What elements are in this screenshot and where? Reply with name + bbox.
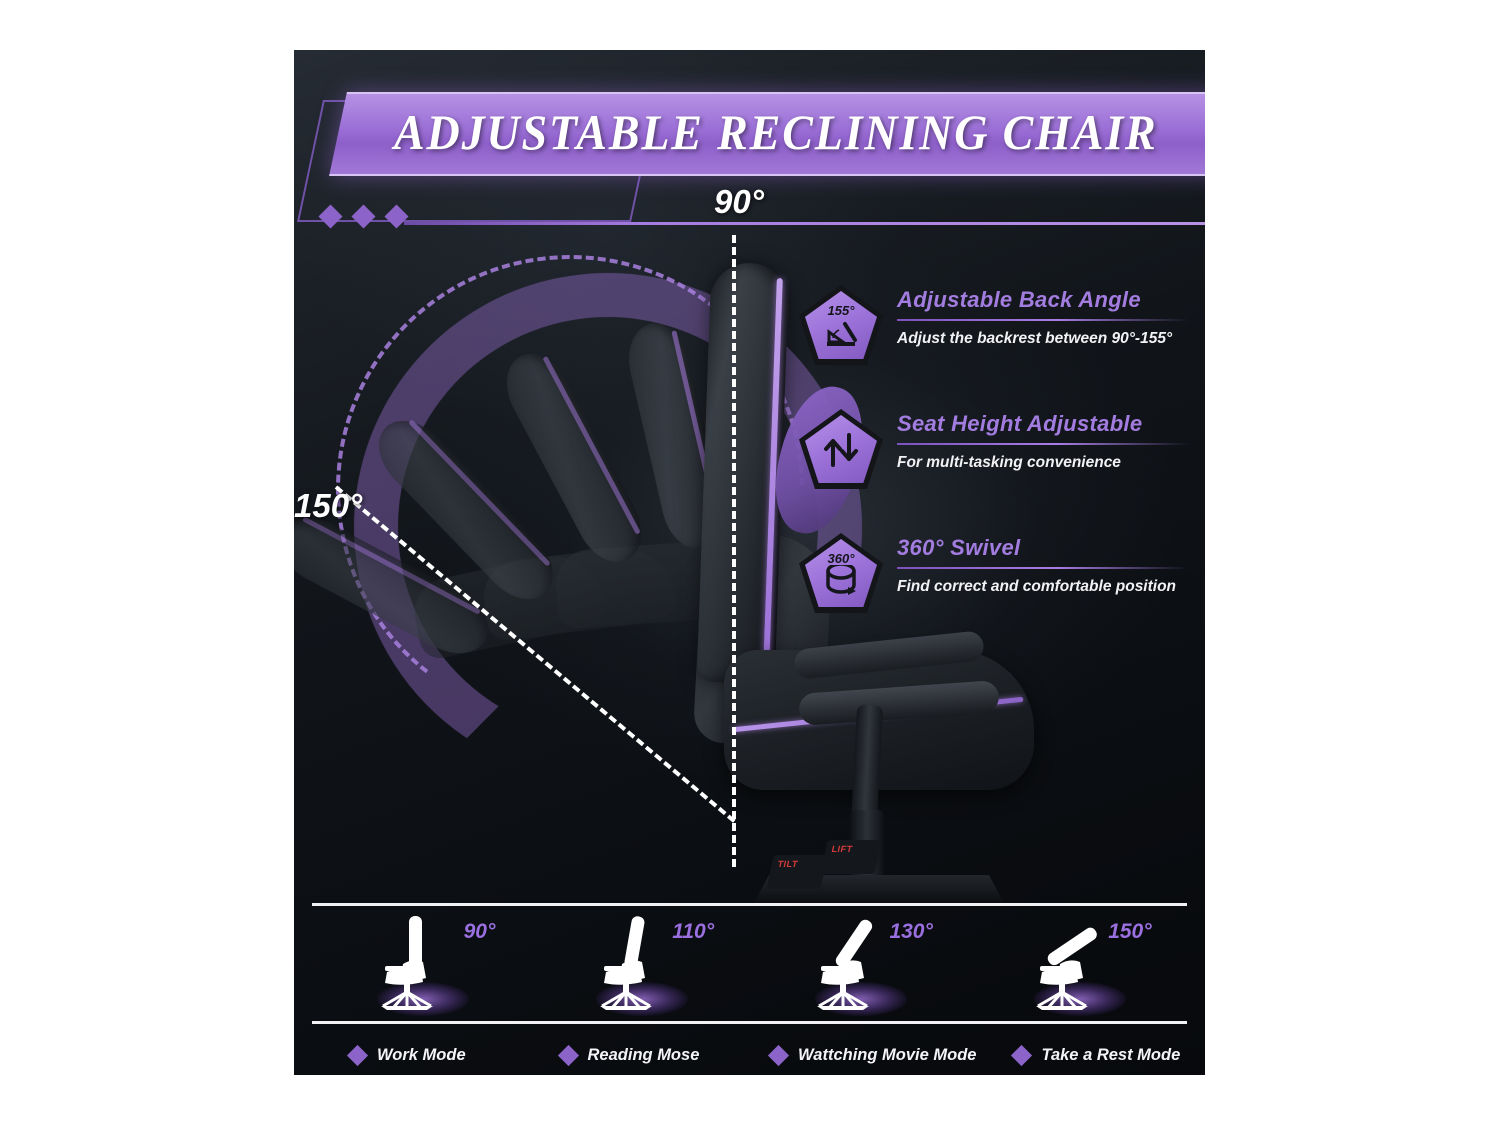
mode-strip-top-divider [312, 903, 1187, 906]
chair-upright-icon: 90° [361, 914, 495, 1018]
feature-title: Seat Height Adjustable [897, 411, 1143, 436]
chair-lever-left: TILT [766, 855, 828, 889]
feature-item-back-angle: 155° Adjustable Back Angle [799, 285, 1189, 365]
feature-divider [897, 443, 1189, 445]
feature-description: Adjust the backrest between 90°-155° [897, 330, 1173, 347]
mode-label-text: Wattching Movie Mode [798, 1045, 977, 1064]
banner-diamonds [318, 204, 409, 229]
up-down-arrows-icon [805, 415, 877, 483]
chair-reclined-130-icon: 130° [799, 914, 933, 1018]
mode-label-rest: Take a Rest Mode [976, 1032, 1187, 1075]
mode-icon-row: 90° [312, 908, 1187, 1018]
recline-seat-icon [805, 291, 877, 359]
feature-title: 360° Swivel [897, 535, 1021, 560]
infographic-canvas: ADJUSTABLE RECLINING CHAIR [294, 50, 1205, 1075]
mode-label-work: Work Mode [312, 1032, 523, 1075]
feature-list: 155° Adjustable Back Angle [799, 285, 1189, 657]
badge-value-360: 360° [827, 551, 855, 566]
angle-label-150: 150° [294, 487, 363, 524]
diamond-icon [557, 1044, 579, 1066]
angle-guide-vertical-icon [732, 235, 736, 867]
recline-seat-badge: 155° [799, 285, 883, 365]
badge-inner-shape: 155° [805, 291, 877, 359]
mode-label-movie: Wattching Movie Mode [733, 1032, 976, 1075]
mode-item-reading: 110° [531, 908, 750, 1018]
swivel-badge: 360° [799, 533, 883, 613]
mode-angle-label: 110° [672, 920, 715, 943]
diamond-icon [351, 204, 376, 229]
feature-item-swivel: 360° 360° Swivel Find correct and [799, 533, 1189, 613]
chair-silhouette [600, 916, 653, 1010]
mode-angle-label: 130° [889, 920, 933, 943]
chair-silhouette [1035, 927, 1097, 1010]
chair-reclined-150-icon: 150° [1018, 914, 1152, 1018]
badge-inner-shape: 360° [805, 539, 877, 607]
feature-divider [897, 319, 1189, 321]
feature-item-seat-height: Seat Height Adjustable For multi-tasking… [799, 409, 1189, 489]
badge-inner-shape [805, 415, 877, 483]
banner-underline [404, 222, 1205, 225]
angle-label-90: 90° [714, 183, 764, 220]
diamond-icon [1011, 1044, 1033, 1066]
mode-label-text: Take a Rest Mode [1041, 1045, 1181, 1064]
diamond-icon [767, 1044, 790, 1066]
mode-item-movie: 130° [750, 908, 969, 1018]
banner-shape [329, 92, 1205, 176]
mode-label-reading: Reading Mose [523, 1032, 734, 1075]
mode-label-row: Work Mode Reading Mose Wattching Movie M… [312, 1032, 1187, 1075]
feature-text: Adjustable Back Angle Adjust the backres… [897, 285, 1189, 350]
chair-silhouette [381, 916, 434, 1010]
badge-value-155: 155° [827, 303, 855, 318]
mode-angle-label: 90° [463, 920, 496, 943]
chair-backrest [696, 261, 790, 685]
mode-label-text: Work Mode [377, 1045, 466, 1064]
feature-divider [897, 567, 1189, 569]
feature-description: Find correct and comfortable position [897, 578, 1177, 595]
chair-lever-right: LIFT [820, 840, 882, 874]
mode-label-text: Reading Mose [587, 1045, 700, 1064]
seat-height-badge [799, 409, 883, 489]
feature-description: For multi-tasking convenience [897, 454, 1121, 471]
feature-title: Adjustable Back Angle [897, 287, 1141, 312]
diamond-icon [318, 204, 343, 229]
chair-silhouette [816, 919, 873, 1010]
feature-text: 360° Swivel Find correct and comfortable… [897, 533, 1189, 598]
chair-reclined-110-icon: 110° [580, 914, 714, 1018]
mode-angle-label: 150° [1108, 920, 1152, 943]
chair-illustration: TILT LIFT 90° 150° [294, 183, 1205, 905]
swivel-rotate-icon [805, 539, 877, 607]
feature-text: Seat Height Adjustable For multi-tasking… [897, 409, 1189, 474]
diamond-icon [384, 204, 409, 229]
diamond-icon [346, 1044, 369, 1066]
mode-strip-bottom-divider [312, 1021, 1187, 1024]
mode-item-work: 90° [312, 908, 531, 1018]
mode-item-rest: 150° [968, 908, 1187, 1018]
